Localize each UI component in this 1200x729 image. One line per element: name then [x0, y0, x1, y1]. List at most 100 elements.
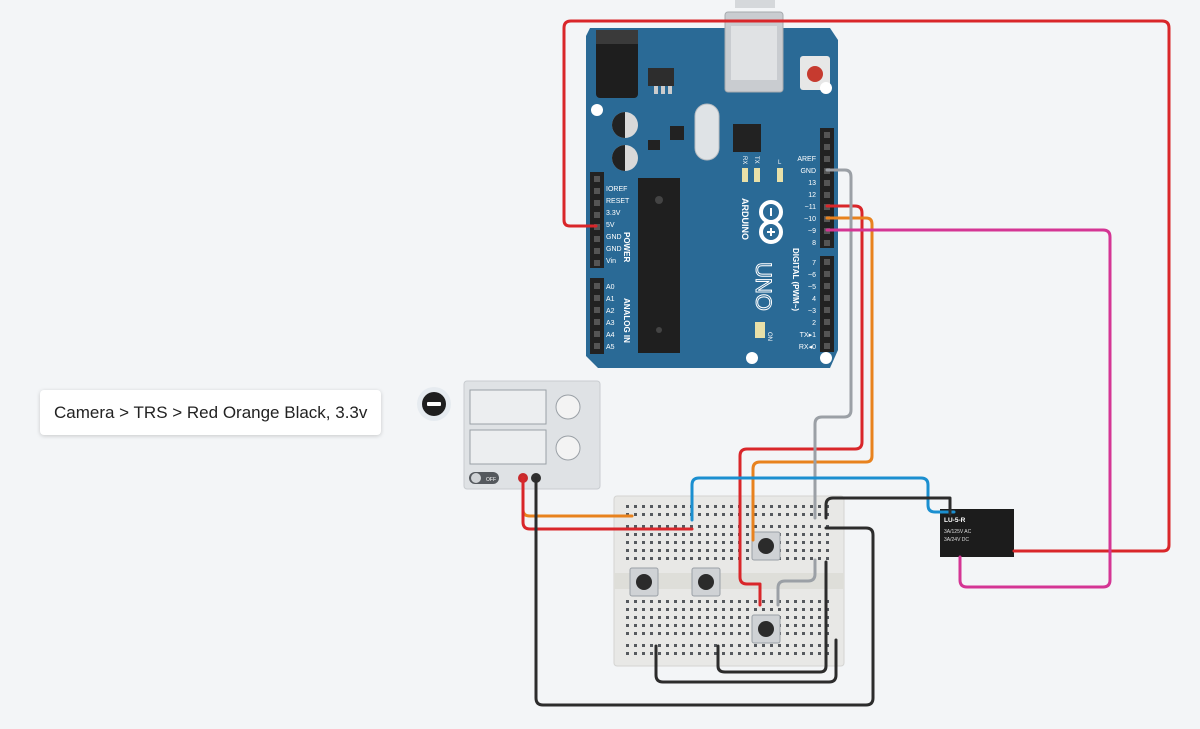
header-hole[interactable]: [824, 283, 830, 289]
breadboard-hole[interactable]: [810, 513, 813, 516]
breadboard-hole[interactable]: [810, 541, 813, 544]
breadboard-hole[interactable]: [642, 505, 645, 508]
breadboard-hole[interactable]: [730, 525, 733, 528]
breadboard-hole[interactable]: [634, 632, 637, 635]
breadboard-hole[interactable]: [658, 616, 661, 619]
breadboard-hole[interactable]: [626, 549, 629, 552]
breadboard-hole[interactable]: [658, 541, 661, 544]
breadboard-hole[interactable]: [706, 525, 709, 528]
breadboard-hole[interactable]: [786, 525, 789, 528]
breadboard-hole[interactable]: [650, 549, 653, 552]
dc-power-supply[interactable]: OFF: [463, 380, 601, 490]
breadboard-hole[interactable]: [642, 541, 645, 544]
breadboard-hole[interactable]: [746, 525, 749, 528]
breadboard-hole[interactable]: [682, 608, 685, 611]
push-button-1[interactable]: [629, 567, 659, 597]
breadboard-hole[interactable]: [674, 600, 677, 603]
breadboard-hole[interactable]: [626, 624, 629, 627]
breadboard-hole[interactable]: [650, 600, 653, 603]
breadboard-hole[interactable]: [722, 608, 725, 611]
breadboard-hole[interactable]: [674, 557, 677, 560]
breadboard-hole[interactable]: [658, 600, 661, 603]
breadboard-hole[interactable]: [666, 549, 669, 552]
breadboard-hole[interactable]: [730, 541, 733, 544]
breadboard-hole[interactable]: [778, 652, 781, 655]
breadboard-hole[interactable]: [634, 557, 637, 560]
breadboard-hole[interactable]: [682, 624, 685, 627]
breadboard-hole[interactable]: [810, 632, 813, 635]
breadboard-hole[interactable]: [786, 608, 789, 611]
breadboard-hole[interactable]: [642, 632, 645, 635]
breadboard-hole[interactable]: [674, 616, 677, 619]
header-hole[interactable]: [594, 319, 600, 325]
header-hole[interactable]: [824, 144, 830, 150]
breadboard-hole[interactable]: [818, 505, 821, 508]
breadboard-hole[interactable]: [770, 513, 773, 516]
breadboard-hole[interactable]: [634, 549, 637, 552]
breadboard-hole[interactable]: [634, 608, 637, 611]
breadboard-hole[interactable]: [626, 616, 629, 619]
breadboard-hole[interactable]: [666, 608, 669, 611]
breadboard-hole[interactable]: [650, 513, 653, 516]
breadboard-hole[interactable]: [642, 549, 645, 552]
breadboard-hole[interactable]: [642, 513, 645, 516]
breadboard-hole[interactable]: [706, 533, 709, 536]
breadboard-hole[interactable]: [738, 600, 741, 603]
breadboard-hole[interactable]: [690, 624, 693, 627]
breadboard-hole[interactable]: [642, 600, 645, 603]
header-hole[interactable]: [594, 283, 600, 289]
breadboard-hole[interactable]: [778, 644, 781, 647]
breadboard-hole[interactable]: [674, 549, 677, 552]
breadboard-hole[interactable]: [730, 549, 733, 552]
breadboard-hole[interactable]: [642, 533, 645, 536]
header-hole[interactable]: [824, 319, 830, 325]
breadboard-hole[interactable]: [690, 549, 693, 552]
breadboard-hole[interactable]: [810, 533, 813, 536]
breadboard-hole[interactable]: [826, 541, 829, 544]
breadboard-hole[interactable]: [818, 608, 821, 611]
breadboard-hole[interactable]: [674, 505, 677, 508]
breadboard-hole[interactable]: [762, 505, 765, 508]
header-hole[interactable]: [594, 200, 600, 206]
header-hole[interactable]: [594, 331, 600, 337]
breadboard-hole[interactable]: [810, 624, 813, 627]
breadboard-hole[interactable]: [626, 533, 629, 536]
breadboard-hole[interactable]: [714, 632, 717, 635]
breadboard-hole[interactable]: [794, 644, 797, 647]
breadboard-hole[interactable]: [706, 600, 709, 603]
breadboard-hole[interactable]: [762, 608, 765, 611]
breadboard-hole[interactable]: [802, 541, 805, 544]
breadboard-hole[interactable]: [706, 624, 709, 627]
breadboard-hole[interactable]: [738, 652, 741, 655]
breadboard-hole[interactable]: [626, 600, 629, 603]
breadboard-hole[interactable]: [754, 513, 757, 516]
breadboard-hole[interactable]: [802, 513, 805, 516]
breadboard-hole[interactable]: [730, 624, 733, 627]
breadboard-hole[interactable]: [762, 652, 765, 655]
breadboard-hole[interactable]: [714, 616, 717, 619]
breadboard-hole[interactable]: [674, 624, 677, 627]
breadboard-hole[interactable]: [698, 533, 701, 536]
breadboard-hole[interactable]: [650, 505, 653, 508]
header-hole[interactable]: [594, 295, 600, 301]
breadboard-hole[interactable]: [754, 652, 757, 655]
breadboard-hole[interactable]: [730, 616, 733, 619]
breadboard-hole[interactable]: [818, 549, 821, 552]
header-hole[interactable]: [594, 248, 600, 254]
annotation-note[interactable]: Camera > TRS > Red Orange Black, 3.3v: [40, 390, 382, 435]
breadboard-hole[interactable]: [698, 600, 701, 603]
breadboard-hole[interactable]: [658, 608, 661, 611]
breadboard-hole[interactable]: [674, 541, 677, 544]
breadboard-hole[interactable]: [666, 513, 669, 516]
breadboard-hole[interactable]: [810, 557, 813, 560]
breadboard-hole[interactable]: [730, 513, 733, 516]
breadboard-hole[interactable]: [706, 549, 709, 552]
breadboard-hole[interactable]: [746, 632, 749, 635]
breadboard-hole[interactable]: [666, 541, 669, 544]
breadboard-hole[interactable]: [802, 632, 805, 635]
breadboard-hole[interactable]: [730, 644, 733, 647]
header-hole[interactable]: [594, 343, 600, 349]
breadboard-hole[interactable]: [754, 525, 757, 528]
breadboard-hole[interactable]: [682, 505, 685, 508]
breadboard-hole[interactable]: [698, 557, 701, 560]
